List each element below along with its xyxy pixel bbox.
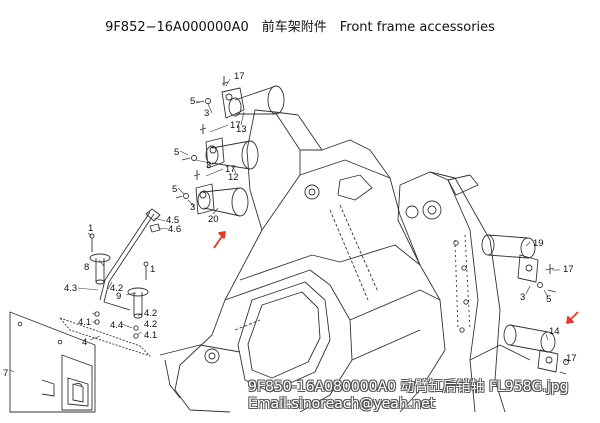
callout-7: 7 bbox=[3, 368, 8, 379]
callout-4-1: 4.1 bbox=[78, 317, 91, 328]
callout-14: 14 bbox=[549, 326, 560, 337]
callout-4-2: 4.2 bbox=[144, 308, 157, 319]
direction-arrows bbox=[213, 231, 579, 324]
pin-19 bbox=[481, 234, 539, 283]
callout-17: 17 bbox=[563, 264, 574, 275]
pin-14 bbox=[503, 324, 559, 373]
callout-19: 19 bbox=[533, 238, 544, 249]
callout-4-2: 4.2 bbox=[110, 283, 123, 294]
page-title: 9F852−16A000000A0 前车架附件 Front frame acce… bbox=[105, 20, 495, 35]
callout-17: 17 bbox=[566, 353, 577, 364]
watermark-filename: 9F850-16A080000A0 动臂缸后销轴 FL958G.jpg bbox=[248, 379, 569, 395]
front-frame-body bbox=[159, 109, 446, 413]
callout-4-4: 4.4 bbox=[110, 320, 123, 331]
callout-12: 12 bbox=[228, 172, 239, 183]
fasteners bbox=[175, 76, 569, 375]
callout-5: 5 bbox=[174, 147, 179, 158]
watermark-email: Email:sinoreach@yeah.net bbox=[248, 396, 436, 412]
callout-17: 17 bbox=[230, 120, 241, 131]
callout-3: 3 bbox=[190, 202, 195, 213]
callout-20: 20 bbox=[208, 214, 219, 225]
callout-5: 5 bbox=[172, 184, 177, 195]
pin-12 bbox=[205, 137, 259, 170]
callout-3: 3 bbox=[206, 160, 211, 171]
right-tower bbox=[397, 171, 531, 413]
callout-4-6: 4.6 bbox=[168, 224, 181, 235]
callout-5: 5 bbox=[546, 294, 551, 305]
callout-4-5: 4.5 bbox=[166, 215, 179, 226]
callout-17: 17 bbox=[234, 71, 245, 82]
callout-8: 8 bbox=[84, 262, 89, 273]
callout-5: 5 bbox=[190, 96, 195, 107]
pin-13 bbox=[221, 85, 285, 119]
callout-4-3: 4.3 bbox=[64, 283, 77, 294]
callout-1: 1 bbox=[150, 264, 155, 275]
cover-plate-7 bbox=[9, 311, 96, 413]
callout-9: 9 bbox=[116, 291, 121, 302]
callout-1: 1 bbox=[88, 223, 93, 234]
callout-4-1: 4.1 bbox=[144, 330, 157, 341]
callout-4: 4 bbox=[82, 337, 87, 348]
callout-17: 17 bbox=[225, 164, 236, 175]
lamp-bracket-assembly bbox=[59, 208, 161, 357]
leader-lines bbox=[9, 78, 567, 373]
callout-3: 3 bbox=[520, 292, 525, 303]
callout-3: 3 bbox=[204, 108, 209, 119]
callout-4-2: 4.2 bbox=[144, 319, 157, 330]
pin-20 bbox=[195, 183, 249, 217]
callout-13: 13 bbox=[236, 124, 247, 135]
